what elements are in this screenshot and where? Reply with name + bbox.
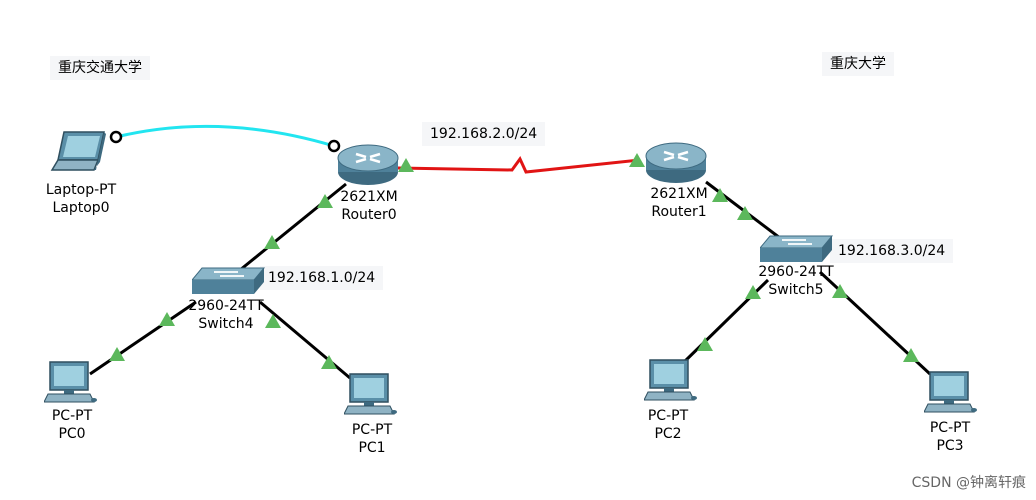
pc2-name: PC2 — [654, 426, 682, 442]
switch5-icon[interactable] — [760, 232, 834, 266]
pc1-name: PC1 — [358, 440, 386, 456]
switch4-icon[interactable] — [192, 264, 266, 298]
pc0-icon[interactable] — [44, 360, 98, 406]
serial-cable[interactable] — [397, 156, 641, 174]
pc3-model: PC-PT — [929, 420, 971, 436]
router1-name: Router1 — [651, 204, 707, 220]
ethernet-router0-switch4[interactable] — [239, 182, 347, 272]
switch4-name: Switch4 — [198, 316, 254, 332]
pc0-model: PC-PT — [51, 408, 93, 424]
area-label-right: 重庆大学 — [822, 52, 894, 76]
link-up-indicator — [317, 194, 333, 208]
link-status-indicators — [109, 153, 919, 369]
link-up-indicator — [832, 284, 848, 298]
link-up-indicator — [265, 314, 281, 328]
link-up-indicator — [697, 337, 713, 351]
link-up-indicator — [264, 235, 280, 249]
laptop0-name: Laptop0 — [52, 200, 110, 216]
console-port-laptop — [109, 130, 123, 144]
pc3-icon[interactable] — [924, 370, 978, 416]
ethernet-switch4-pc0[interactable] — [89, 300, 197, 376]
pc0-name: PC0 — [58, 426, 86, 442]
router0-icon[interactable] — [336, 142, 400, 188]
watermark: CSDN @钟离轩痕 — [911, 475, 1026, 491]
laptop-icon[interactable] — [50, 130, 116, 176]
pc2-model: PC-PT — [647, 408, 689, 424]
pc1-model: PC-PT — [351, 422, 393, 438]
router1-icon[interactable] — [644, 140, 708, 186]
link-up-indicator — [321, 355, 337, 369]
link-up-indicator — [159, 312, 175, 326]
switch5-model: 2960-24TT — [758, 264, 834, 280]
network-label-lan-left: 192.168.1.0/24 — [260, 266, 384, 290]
switch4-model: 2960-24TT — [188, 298, 264, 314]
switch5-name: Switch5 — [768, 282, 824, 298]
router0-model: 2621XM — [340, 189, 398, 205]
link-up-indicator — [745, 285, 761, 299]
link-up-indicator — [109, 347, 125, 361]
link-up-indicator — [629, 153, 645, 167]
pc3-name: PC3 — [936, 438, 964, 454]
link-up-indicator — [737, 206, 753, 220]
console-cable[interactable] — [115, 124, 335, 148]
link-up-indicator — [903, 348, 919, 362]
router0-name: Router0 — [341, 207, 397, 223]
ethernet-switch4-pc1[interactable] — [259, 300, 351, 380]
pc1-icon[interactable] — [344, 372, 398, 418]
laptop0-model: Laptop-PT — [45, 182, 117, 198]
network-label-wan: 192.168.2.0/24 — [422, 122, 546, 146]
router1-model: 2621XM — [650, 186, 708, 202]
area-label-left: 重庆交通大学 — [50, 56, 150, 80]
link-up-indicator — [712, 188, 728, 202]
network-label-lan-right: 192.168.3.0/24 — [830, 239, 954, 263]
pc2-icon[interactable] — [644, 358, 698, 404]
link-up-indicator — [398, 158, 414, 172]
console-port-router0 — [327, 139, 341, 153]
